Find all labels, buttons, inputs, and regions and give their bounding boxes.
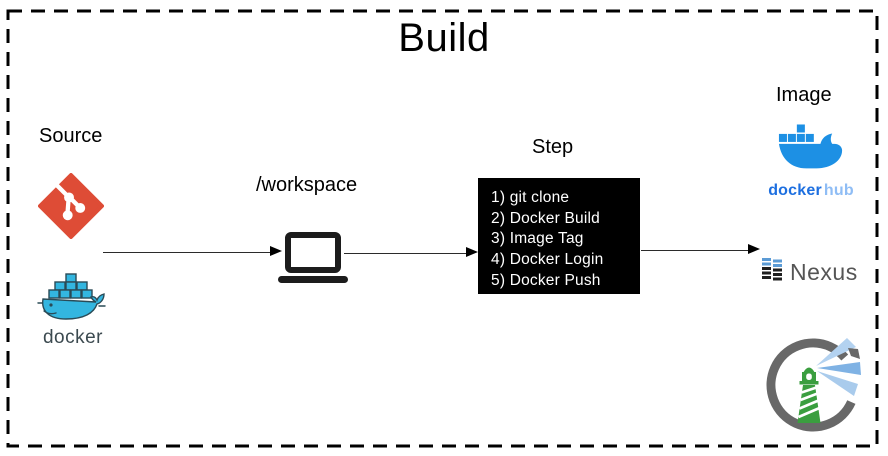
- step-item: 1) git clone: [491, 189, 570, 206]
- image-label: Image: [776, 84, 832, 106]
- dockerhub-word-docker: docker: [768, 182, 822, 199]
- workspace-label: /workspace: [256, 174, 358, 196]
- nexus-logo: Nexus: [762, 258, 858, 286]
- laptop-screen: [285, 232, 341, 273]
- arrow-source-to-workspace: [103, 246, 282, 257]
- dockerhub-whale-icon: [778, 124, 843, 169]
- step-item: 3) Image Tag: [491, 230, 584, 248]
- diagram-title: Build: [398, 16, 490, 60]
- nexus-label: Nexus: [790, 258, 858, 285]
- step-label: Step: [532, 136, 574, 158]
- step-item: 2) Docker Build: [491, 209, 600, 227]
- step-item: 4) Docker Login: [491, 251, 604, 269]
- docker-wordmark: docker: [42, 327, 104, 348]
- dockerhub-word-hub: hub: [823, 182, 854, 199]
- harbor-lighthouse-icon: [766, 338, 861, 432]
- laptop-icon: [278, 232, 348, 283]
- step-item: 5) Docker Push: [491, 271, 601, 289]
- source-label: Source: [39, 125, 103, 147]
- step-terminal-box: 1) git clone 2) Docker Build 3) Image Ta…: [478, 178, 640, 294]
- arrow-step-to-image: [641, 244, 760, 255]
- docker-logo: docker: [34, 273, 112, 349]
- arrow-workspace-to-step: [344, 247, 478, 258]
- git-logo-icon: [38, 173, 104, 239]
- docker-whale-icon: [37, 273, 106, 320]
- nexus-bars-icon: [762, 258, 782, 281]
- laptop-base: [278, 276, 348, 283]
